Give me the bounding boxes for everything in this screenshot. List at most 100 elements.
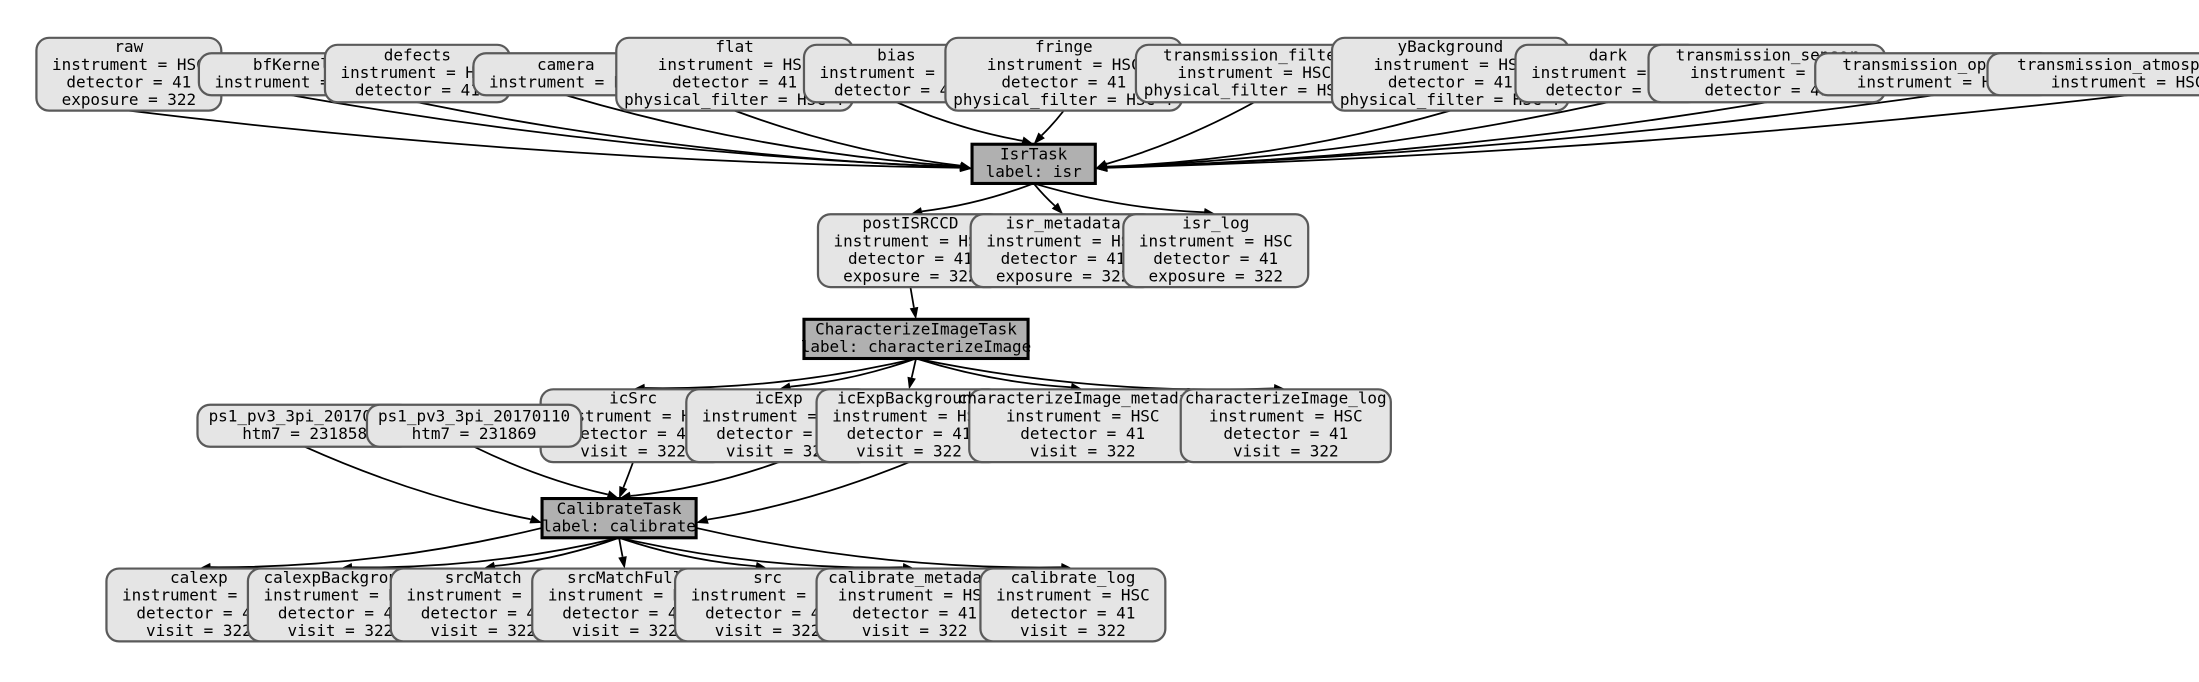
node-line-yBackground-0: yBackground	[1398, 37, 1504, 56]
node-line-transmission_sensor-1: instrument = HSC	[1690, 63, 1844, 82]
node-line-icExpBackground-0: icExpBackground	[837, 389, 981, 408]
node-line-yBackground-3: physical_filter = HSC-Y	[1340, 90, 1561, 109]
node-line-src-3: visit = 322	[715, 621, 821, 640]
node-line-bfKernel-0: bfKernel	[253, 55, 330, 74]
node-line-characterizeImage-0: CharacterizeImageTask	[815, 320, 1017, 339]
edge-defects-to-isr	[417, 101, 961, 169]
node-line-calexp-0: calexp	[170, 568, 228, 587]
node-line-calexp-1: instrument = HSC	[122, 586, 276, 605]
edge-icSrc-to-calibrate	[622, 461, 634, 488]
node-transmission_atmosphere[interactable]: transmission_atmosphereinstrument = HSC	[1986, 52, 2199, 97]
node-line-bias-2: detector = 41	[834, 81, 959, 100]
node-line-calexpBackground-2: detector = 41	[278, 603, 403, 622]
node-line-icExp-0: icExp	[755, 389, 803, 408]
edge-dark-to-isr	[1107, 101, 1609, 168]
edge-characterizeImage-to-icExp	[790, 357, 917, 388]
node-line-raw-1: instrument = HSC	[52, 55, 206, 74]
node-line-defects-0: defects	[384, 45, 451, 64]
node-line-icExpBackground-2: detector = 41	[847, 424, 972, 443]
edge-calibrate-to-srcMatchFull	[618, 537, 624, 557]
node-line-calibrate-0: CalibrateTask	[557, 499, 682, 518]
node-line-icSrc-3: visit = 322	[580, 442, 686, 461]
node-line-flat-0: flat	[715, 37, 753, 56]
node-line-isr-1: label: isr	[986, 162, 1082, 181]
edge-transmission_optics-to-isr	[1107, 94, 1934, 169]
node-line-characterizeImage-1: label: characterizeImage	[801, 337, 1032, 356]
arrowhead-calibrate-to-srcMatchFull	[618, 556, 627, 569]
node-line-srcMatchFull-3: visit = 322	[572, 621, 678, 640]
node-line-calibrate_log-1: instrument = HSC	[996, 586, 1150, 605]
node-line-transmission_sensor-2: detector = 41	[1704, 81, 1829, 100]
edge-isr-to-postISRCCD	[921, 182, 1034, 213]
node-line-postISRCCD-3: exposure = 322	[843, 267, 977, 286]
node-line-ps1_a-1: htm7 = 231858	[242, 424, 367, 443]
node-line-icSrc-0: icSrc	[609, 389, 657, 408]
node-line-dark-2: detector = 41	[1545, 81, 1670, 100]
node-line-calibrate_metadata-0: calibrate_metadata	[828, 568, 1001, 587]
arrowhead-fringe-to-isr	[1033, 132, 1045, 145]
node-line-camera-1: instrument = HSC	[489, 73, 643, 92]
node-line-bias-0: bias	[877, 45, 915, 64]
node-line-srcMatchFull-2: detector = 41	[562, 603, 687, 622]
edge-transmission_filter-to-isr	[1105, 101, 1255, 165]
arrowhead-postISRCCD-to-characterizeImage	[909, 306, 919, 320]
node-line-calexpBackground-3: visit = 322	[288, 621, 394, 640]
edge-fringe-to-isr	[1041, 110, 1065, 137]
node-line-raw-2: detector = 41	[66, 73, 191, 92]
edge-calibrate-to-srcMatch	[494, 536, 620, 567]
node-line-icSrc-2: detector = 41	[571, 424, 696, 443]
node-line-srcMatchFull-0: srcMatchFull	[567, 568, 682, 587]
node-line-calexpBackground-0: calexpBackground	[264, 568, 418, 587]
node-line-isr_log-1: instrument = HSC	[1139, 231, 1293, 250]
arrowhead-ps1_a-to-calibrate	[529, 515, 543, 524]
edge-ps1_a-to-calibrate	[304, 445, 531, 521]
edge-raw-to-isr	[128, 109, 961, 169]
node-line-isr-0: IsrTask	[1000, 145, 1068, 164]
node-box-calibrate_log	[979, 567, 1167, 643]
node-line-dark-0: dark	[1589, 45, 1628, 64]
node-line-srcMatchFull-1: instrument = HSC	[548, 586, 702, 605]
edge-isr-to-isr_metadata	[1032, 182, 1056, 207]
node-line-isr_metadata-2: detector = 41	[1001, 249, 1126, 268]
node-line-isr_metadata-0: isr_metadata	[1005, 214, 1120, 233]
edge-calibrate-to-calibrate_log	[695, 527, 1061, 569]
node-line-isr_metadata-3: exposure = 322	[996, 267, 1130, 286]
edge-ps1_b-to-calibrate	[473, 445, 609, 496]
node-line-calexpBackground-1: instrument = HSC	[264, 586, 418, 605]
arrowhead-isr-to-isr_metadata	[1051, 202, 1064, 215]
node-line-flat-1: instrument = HSC	[658, 55, 812, 74]
node-line-srcMatch-2: detector = 41	[421, 603, 546, 622]
node-line-ps1_a-0: ps1_pv3_3pi_20170110	[209, 406, 401, 425]
node-line-flat-2: detector = 41	[672, 73, 797, 92]
node-line-postISRCCD-0: postISRCCD	[862, 214, 958, 233]
node-line-icExpBackground-1: instrument = HSC	[832, 406, 986, 425]
node-line-characterizeImage_metadata-0: characterizeImage_metadata	[958, 389, 1208, 408]
arrowhead-flat-to-isr	[959, 161, 973, 171]
